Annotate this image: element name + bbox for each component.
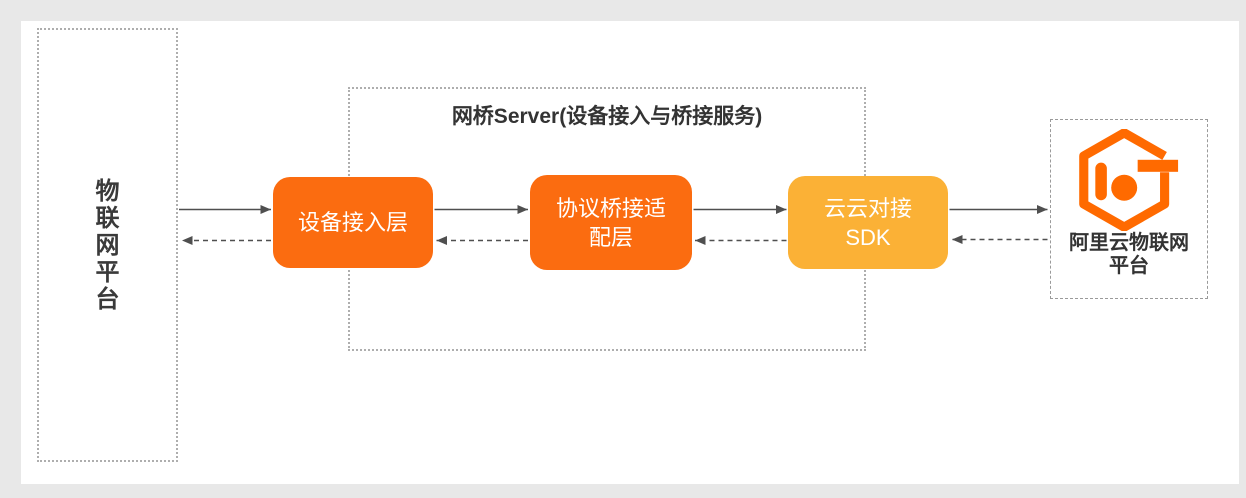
device-access-layer-box: 设备接入层 bbox=[273, 177, 433, 268]
iot-platform-label: 物联网平台 bbox=[95, 177, 120, 313]
aliyun-iot-container: 阿里云物联网 平台 bbox=[1050, 119, 1208, 299]
iot-platform-container: 物联网平台 bbox=[37, 28, 178, 462]
bridge-server-title: 网桥Server(设备接入与桥接服务) bbox=[451, 105, 763, 128]
protocol-bridge-layer-box: 协议桥接适 配层 bbox=[530, 175, 692, 270]
cloud-sdk-label: 云云对接 SDK bbox=[823, 195, 912, 250]
protocol-bridge-layer-label: 协议桥接适 配层 bbox=[555, 195, 666, 250]
aliyun-iot-label: 阿里云物联网 平台 bbox=[1069, 232, 1189, 277]
diagram-canvas: 物联网平台 网桥Server(设备接入与桥接服务) 设备接入层 协议桥接适 配层… bbox=[21, 21, 1239, 484]
cloud-sdk-box: 云云对接 SDK bbox=[788, 176, 948, 269]
aliyun-iot-logo-icon bbox=[1079, 129, 1179, 231]
device-access-layer-label: 设备接入层 bbox=[297, 210, 408, 235]
